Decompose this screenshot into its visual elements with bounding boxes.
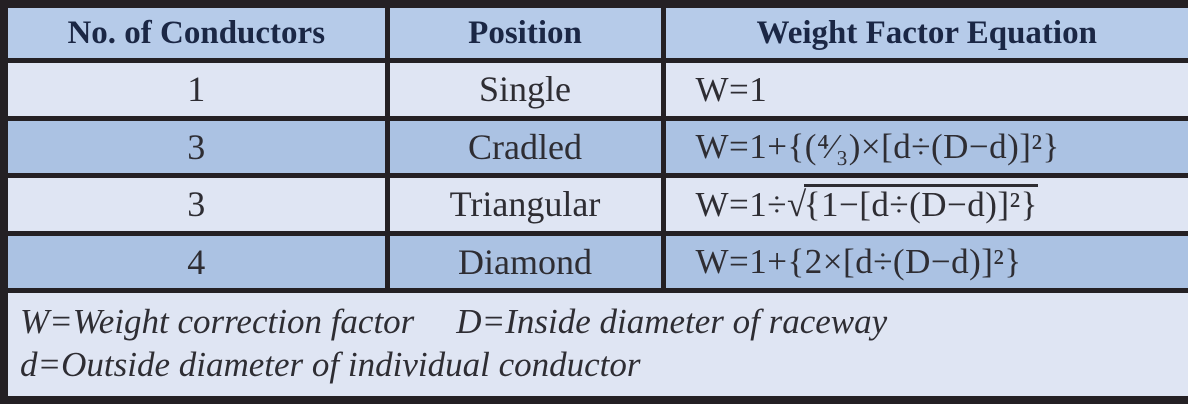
equation-prefix: W=1÷√ <box>695 185 807 225</box>
position-cell: Single <box>384 58 666 121</box>
footnote-D-definition: D=Inside diameter of raceway <box>456 301 888 341</box>
footnote-cell: W=Weight correction factor D=Inside diame… <box>1 288 1188 403</box>
conductors-cell: 1 <box>1 58 390 121</box>
footnote-line-2: d=Outside diameter of individual conduct… <box>20 344 1178 387</box>
equation-cell: W=1÷√{1−[d÷(D−d)]²} <box>660 173 1188 236</box>
col-header-position: Position <box>384 1 666 63</box>
position-cell: Cradled <box>384 115 666 178</box>
table-row-triangular: 3 Triangular W=1÷√{1−[d÷(D−d)]²} <box>1 173 1188 236</box>
footnote-w-definition: W=Weight correction factor <box>20 301 415 341</box>
sqrt-equation: W=1÷√{1−[d÷(D−d)]²} <box>695 184 1038 225</box>
equation-radicand: {1−[d÷(D−d)]²} <box>803 184 1038 225</box>
col-header-conductors: No. of Conductors <box>1 1 390 63</box>
equation-cell: W=1 <box>660 58 1188 121</box>
footnote-row: W=Weight correction factor D=Inside diame… <box>1 288 1188 403</box>
header-row: No. of Conductors Position Weight Factor… <box>1 1 1188 63</box>
equation-cell: W=1+{(⁴⁄₃)×[d÷(D−d)]²} <box>660 115 1188 178</box>
conductors-cell: 3 <box>1 173 390 236</box>
col-header-equation: Weight Factor Equation <box>660 1 1188 63</box>
equation-cell: W=1+{2×[d÷(D−d)]²} <box>660 230 1188 293</box>
table-row-single: 1 Single W=1 <box>1 58 1188 121</box>
footnote-line-1: W=Weight correction factor D=Inside diame… <box>20 301 1178 344</box>
position-cell: Triangular <box>384 173 666 236</box>
table-row-diamond: 4 Diamond W=1+{2×[d÷(D−d)]²} <box>1 230 1188 293</box>
footnote-d-definition: d=Outside diameter of individual conduct… <box>20 344 641 384</box>
table-row-cradled: 3 Cradled W=1+{(⁴⁄₃)×[d÷(D−d)]²} <box>1 115 1188 178</box>
position-cell: Diamond <box>384 230 666 293</box>
conductors-cell: 4 <box>1 230 390 293</box>
conductors-cell: 3 <box>1 115 390 178</box>
